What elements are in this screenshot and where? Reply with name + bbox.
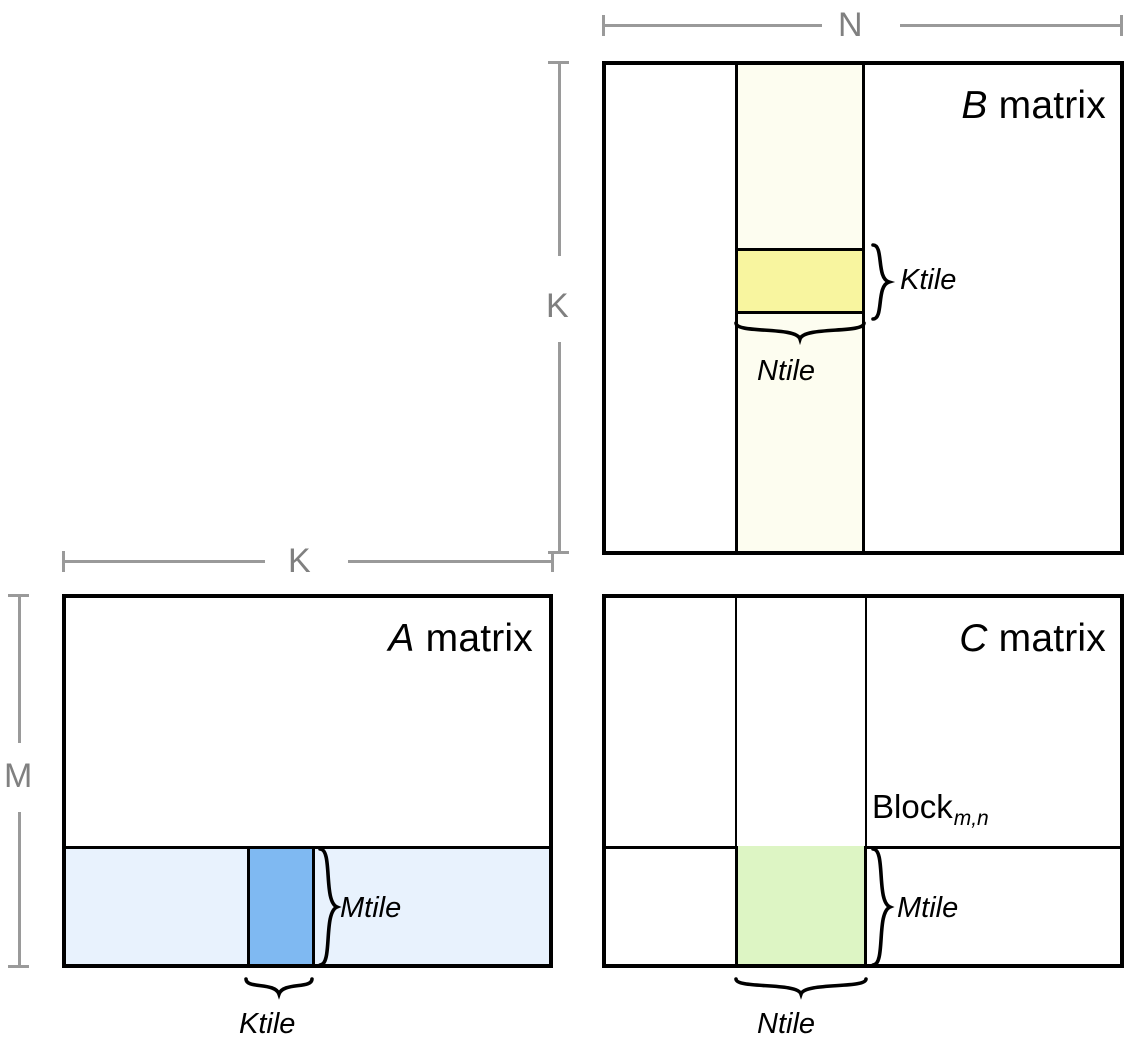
k-vertical-tick-bottom [548, 551, 569, 554]
c-matrix-box: C matrix Blockm,n [602, 594, 1124, 968]
n-dimension-tick-right [1120, 15, 1123, 36]
a-matrix-mtile-label: Mtile [340, 892, 402, 924]
b-matrix-ntile-brace [734, 321, 866, 346]
a-matrix-box: A matrix [62, 594, 553, 968]
a-matrix-label-word: matrix [414, 617, 533, 660]
block-label-base: Block [872, 788, 953, 825]
b-matrix-label-letter: B [961, 84, 988, 127]
a-matrix-ktile-brace [244, 977, 314, 1000]
k-horizontal-tick-right [551, 551, 554, 572]
n-dimension-label: N [838, 6, 863, 44]
b-matrix-ntile-label: Ntile [757, 355, 816, 387]
a-matrix-label: A matrix [388, 617, 533, 661]
c-matrix-ntile-brace [734, 977, 868, 1000]
b-matrix-ktile-brace [871, 243, 896, 321]
a-matrix-mtile-brace [318, 847, 342, 967]
n-dimension-line-right [900, 24, 1122, 27]
b-matrix-label: B matrix [961, 84, 1106, 128]
c-matrix-block-label: Blockm,n [872, 788, 989, 830]
c-matrix-label-letter: C [959, 617, 988, 660]
c-matrix-mtile-label: Mtile [897, 892, 959, 924]
k-vertical-label: K [546, 287, 569, 325]
c-matrix-mtile-brace [871, 847, 895, 967]
m-dimension-line-bottom [18, 812, 21, 967]
k-vertical-line-top [558, 61, 561, 256]
a-matrix-tile [247, 846, 315, 964]
a-matrix-label-letter: A [388, 617, 415, 660]
c-matrix-divider-right [865, 598, 867, 964]
m-dimension-line-top [18, 594, 21, 743]
k-horizontal-label: K [288, 542, 311, 580]
block-label-subscript: m,n [953, 807, 989, 830]
m-dimension-tick-bottom [8, 965, 29, 968]
c-matrix-tile [735, 846, 867, 964]
c-matrix-divider-left [735, 598, 737, 964]
a-matrix-ktile-label: Ktile [239, 1008, 296, 1040]
c-matrix-label: C matrix [959, 617, 1106, 661]
b-matrix-ktile-label: Ktile [900, 264, 957, 296]
b-matrix-box: B matrix [602, 61, 1124, 555]
b-matrix-label-word: matrix [987, 84, 1106, 127]
c-matrix-label-word: matrix [987, 617, 1106, 660]
c-matrix-ntile-label: Ntile [757, 1008, 816, 1040]
k-vertical-line-bottom [558, 342, 561, 553]
k-horizontal-line-right [348, 560, 553, 563]
k-horizontal-line-left [62, 560, 265, 563]
m-dimension-label: M [4, 757, 33, 795]
b-matrix-tile [735, 248, 865, 314]
n-dimension-line-left [602, 24, 822, 27]
